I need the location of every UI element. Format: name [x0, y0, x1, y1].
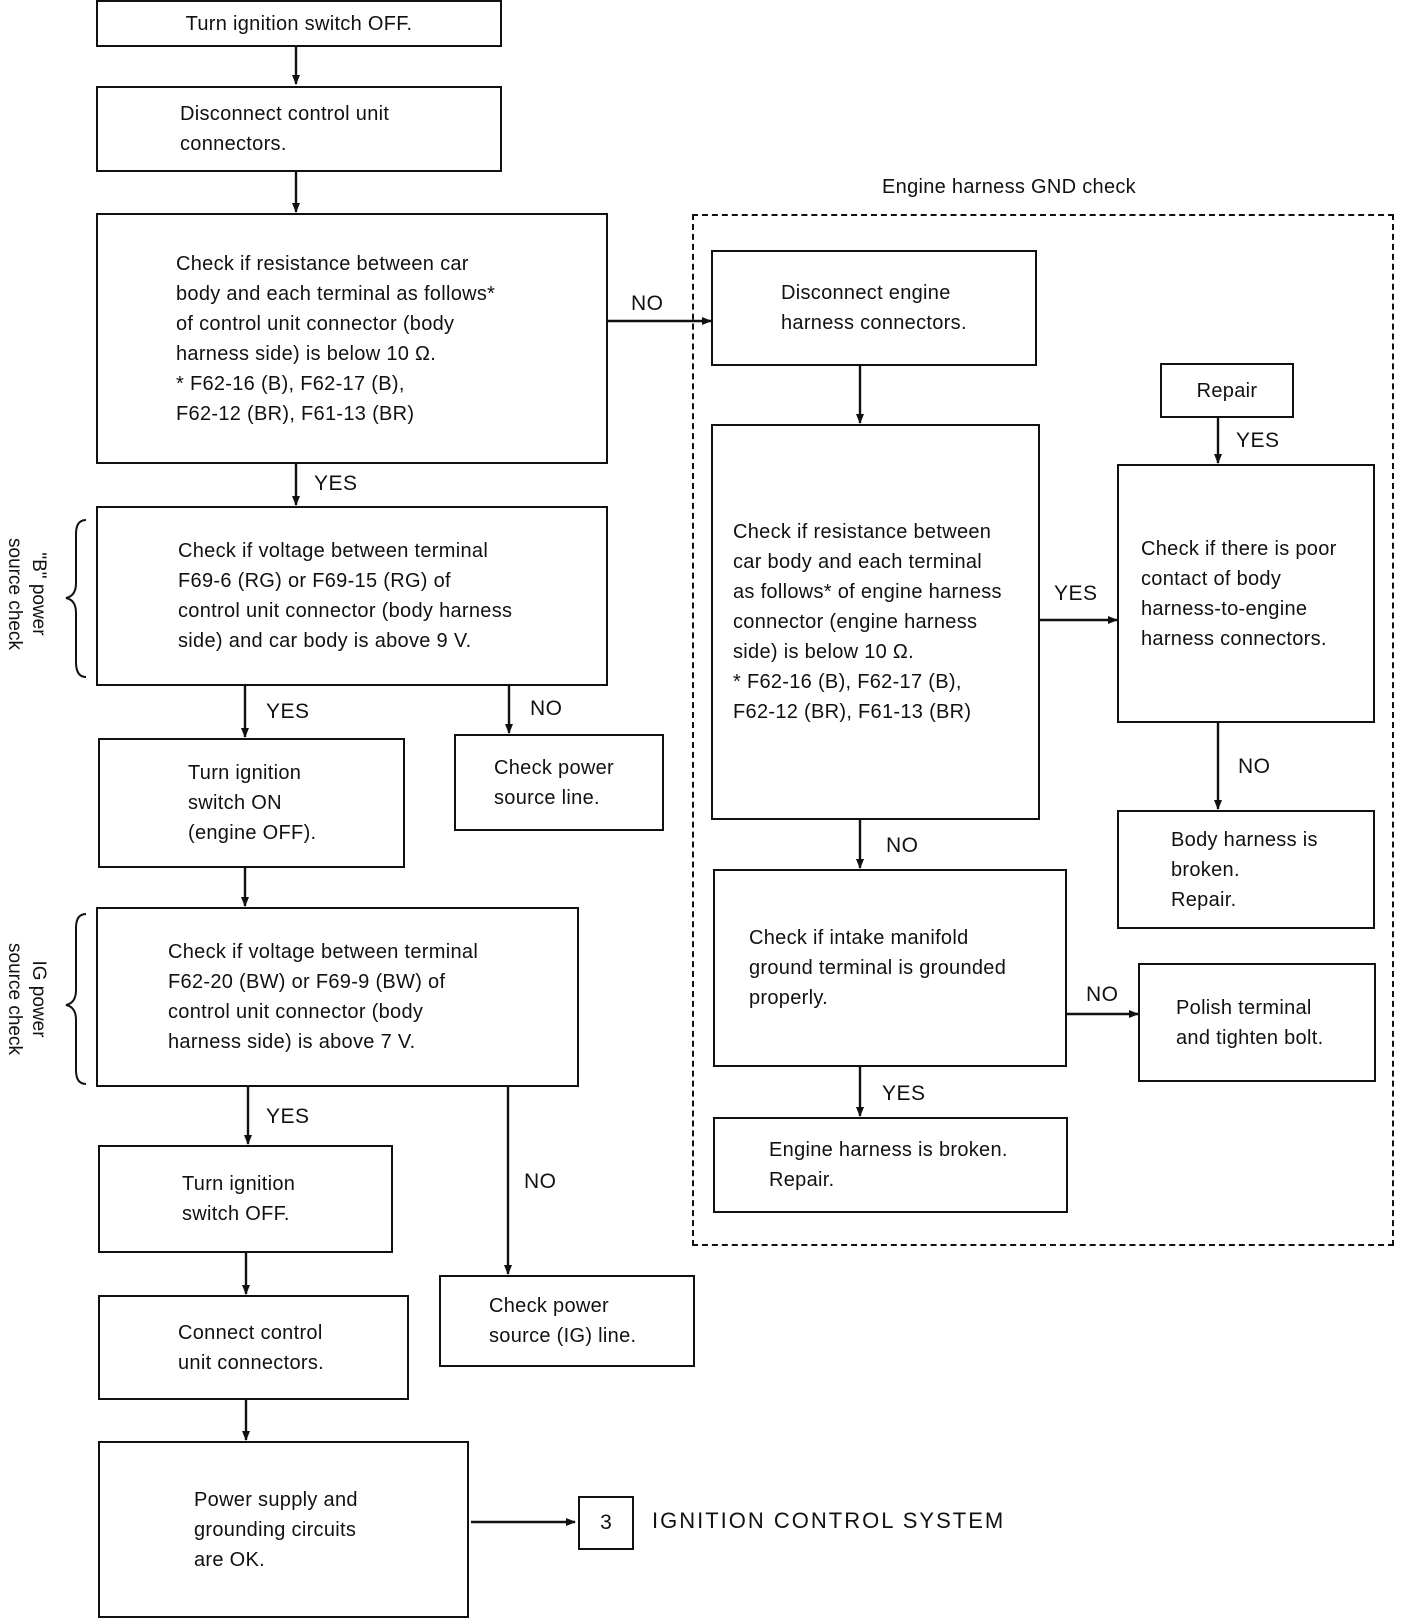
box-text: Disconnect control unit connectors. [180, 103, 390, 155]
label-yes: YES [266, 1105, 310, 1128]
box-check-power-source-ig: Check power source (IG) line. [439, 1275, 695, 1367]
label-no: NO [524, 1170, 557, 1193]
label-yes: YES [266, 700, 310, 723]
box-check-power-source-line: Check power source line. [454, 734, 664, 831]
box-text: Body harness is broken. Repair. [1171, 828, 1318, 911]
box-text: Repair [1196, 379, 1258, 402]
box-text: Check power source line. [494, 756, 615, 809]
box-text: Engine harness is broken. Repair. [769, 1139, 1008, 1191]
box-repair: Repair [1160, 363, 1294, 418]
region-title: Engine harness GND check [882, 176, 1136, 198]
box-check-intake-manifold: Check if intake manifold ground terminal… [713, 869, 1067, 1067]
box-disconnect-engine-harness: Disconnect engine harness connectors. [711, 250, 1037, 366]
box-turn-ignition-off: Turn ignition switch OFF. [96, 0, 502, 47]
label-yes: YES [314, 472, 358, 495]
side-label-ig-power: IG power source check [4, 943, 49, 1055]
box-text: Check if voltage between terminal F69-6 … [178, 540, 513, 652]
box-text: Power supply and grounding circuits are … [194, 1488, 358, 1571]
box-text: Check if intake manifold ground terminal… [749, 927, 1007, 1009]
reference-number: 3 [578, 1496, 634, 1550]
box-check-resistance-engine: Check if resistance between car body and… [711, 424, 1040, 820]
label-yes: YES [1236, 429, 1280, 452]
label-no: NO [530, 697, 563, 720]
box-text: Disconnect engine harness connectors. [781, 282, 967, 334]
box-check-b-voltage: Check if voltage between terminal F69-6 … [96, 506, 608, 686]
label-yes: YES [1054, 582, 1098, 605]
box-check-ig-voltage: Check if voltage between terminal F62-20… [96, 907, 579, 1087]
box-text: Polish terminal and tighten bolt. [1176, 996, 1324, 1049]
brace-ig-power [65, 913, 87, 1085]
box-turn-ignition-off-2: Turn ignition switch OFF. [98, 1145, 393, 1253]
box-check-poor-contact: Check if there is poor contact of body h… [1117, 464, 1375, 723]
box-connect-control-unit: Connect control unit connectors. [98, 1295, 409, 1400]
box-check-resistance-body: Check if resistance between car body and… [96, 213, 608, 464]
box-text: Check power source (IG) line. [489, 1295, 637, 1347]
box-text: Check if there is poor contact of body h… [1141, 537, 1337, 650]
box-power-supply-ok: Power supply and grounding circuits are … [98, 1441, 469, 1618]
brace-group [65, 519, 87, 1085]
engine-harness-gnd-region [692, 214, 1394, 1246]
box-text: Turn ignition switch OFF. [185, 12, 413, 35]
box-text: Check if resistance between car body and… [176, 252, 496, 425]
label-no: NO [1086, 983, 1119, 1006]
box-disconnect-control-unit: Disconnect control unit connectors. [96, 86, 502, 172]
reference-text: IGNITION CONTROL SYSTEM [652, 1508, 1006, 1533]
box-text: Check if resistance between car body and… [733, 521, 1002, 723]
label-yes: YES [882, 1082, 926, 1105]
box-text: Turn ignition switch OFF. [182, 1173, 296, 1225]
box-turn-ignition-on: Turn ignition switch ON (engine OFF). [98, 738, 405, 868]
side-label-b-power: "B" power source check [4, 538, 49, 650]
brace-b-power [65, 519, 87, 678]
box-engine-harness-broken: Engine harness is broken. Repair. [713, 1117, 1068, 1213]
box-body-harness-broken: Body harness is broken. Repair. [1117, 810, 1375, 929]
box-text: Turn ignition switch ON (engine OFF). [188, 762, 317, 844]
box-text: Check if voltage between terminal F62-20… [168, 941, 479, 1053]
label-no: NO [886, 834, 919, 857]
box-text: Connect control unit connectors. [178, 1321, 324, 1374]
label-no: NO [1238, 755, 1271, 778]
box-polish-terminal: Polish terminal and tighten bolt. [1138, 963, 1376, 1082]
label-no: NO [631, 292, 664, 315]
